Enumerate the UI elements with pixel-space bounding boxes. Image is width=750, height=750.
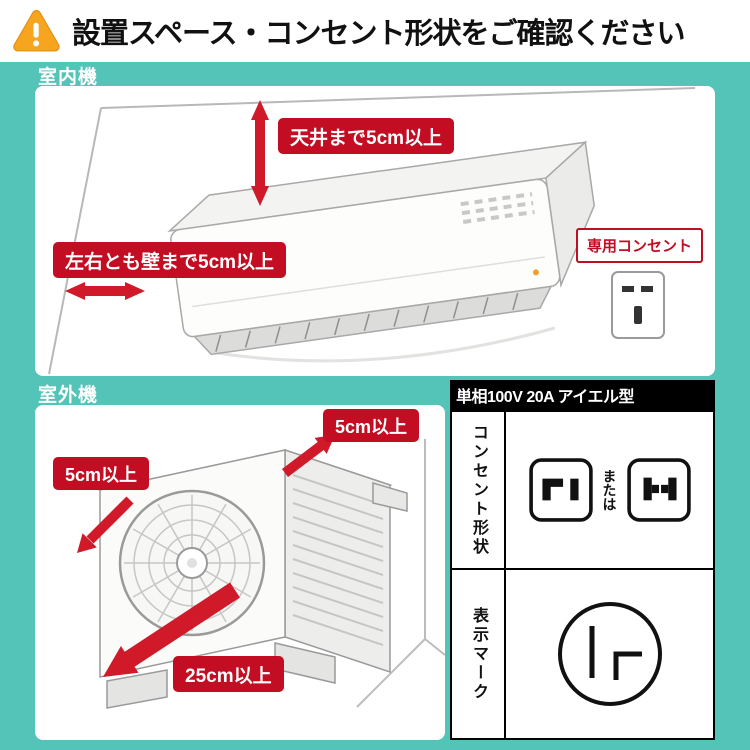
page-title: 設置スペース・コンセント形状をご確認ください — [72, 18, 686, 50]
warning-icon — [13, 9, 60, 52]
ceiling-clearance-arrow — [251, 100, 269, 206]
louver-fins — [215, 292, 519, 352]
spec-table-body: コンセント形状 または 表示マーク — [450, 410, 715, 740]
outlet-20a-type-icon — [626, 458, 691, 522]
outlet-plate — [611, 271, 665, 339]
outdoor-unit-illustration — [77, 435, 445, 709]
louver — [193, 285, 553, 356]
ac-unit-body — [167, 140, 595, 356]
outdoor-front-clearance-label: 25cm以上 — [173, 656, 284, 692]
corner-lines — [356, 439, 445, 708]
side-clearance-arrow — [65, 282, 145, 300]
outlet-shape-cell: または — [506, 412, 713, 570]
outlet-shape-row-label: コンセント形状 — [452, 412, 506, 570]
display-mark-icon — [557, 602, 662, 706]
left-clearance-arrow — [77, 496, 134, 553]
indoor-unit-panel: 天井まで5cm以上 左右とも壁まで5cm以上 専用コンセント — [35, 86, 715, 376]
dedicated-outlet-label: 専用コンセント — [575, 228, 703, 263]
unit-shadow — [209, 326, 556, 363]
outdoor-left-clearance-label: 5cm以上 — [53, 457, 150, 490]
front-clearance-arrow — [103, 582, 240, 677]
vent-slits — [460, 192, 535, 224]
outlet-spec-table: 単相100V 20A アイエル型 コンセント形状 または 表示マーク — [450, 380, 715, 740]
side-louvers — [292, 474, 384, 646]
outdoor-top-clearance-label: 5cm以上 — [323, 409, 420, 442]
display-mark-row-label: 表示マーク — [452, 570, 506, 738]
header-bar: 設置スペース・コンセント形状をご確認ください — [0, 0, 750, 62]
spec-table-header: 単相100V 20A アイエル型 — [450, 380, 715, 410]
display-mark-cell — [506, 570, 713, 738]
indoor-section-label: 室内機 — [38, 67, 99, 88]
foot-left — [106, 669, 168, 709]
outdoor-section-label: 室外機 — [38, 385, 99, 406]
side-clearance-label: 左右とも壁まで5cm以上 — [53, 242, 287, 278]
outdoor-unit-panel: 5cm以上 5cm以上 25cm以上 — [35, 405, 445, 740]
pipe-cover — [372, 481, 408, 512]
ceiling-clearance-label: 天井まで5cm以上 — [278, 118, 455, 154]
or-text: または — [601, 469, 618, 511]
room-corner-lines — [48, 87, 696, 375]
indoor-unit-illustration — [48, 87, 696, 375]
outlet-il-type-icon — [528, 458, 593, 522]
indicator-light — [532, 269, 539, 276]
